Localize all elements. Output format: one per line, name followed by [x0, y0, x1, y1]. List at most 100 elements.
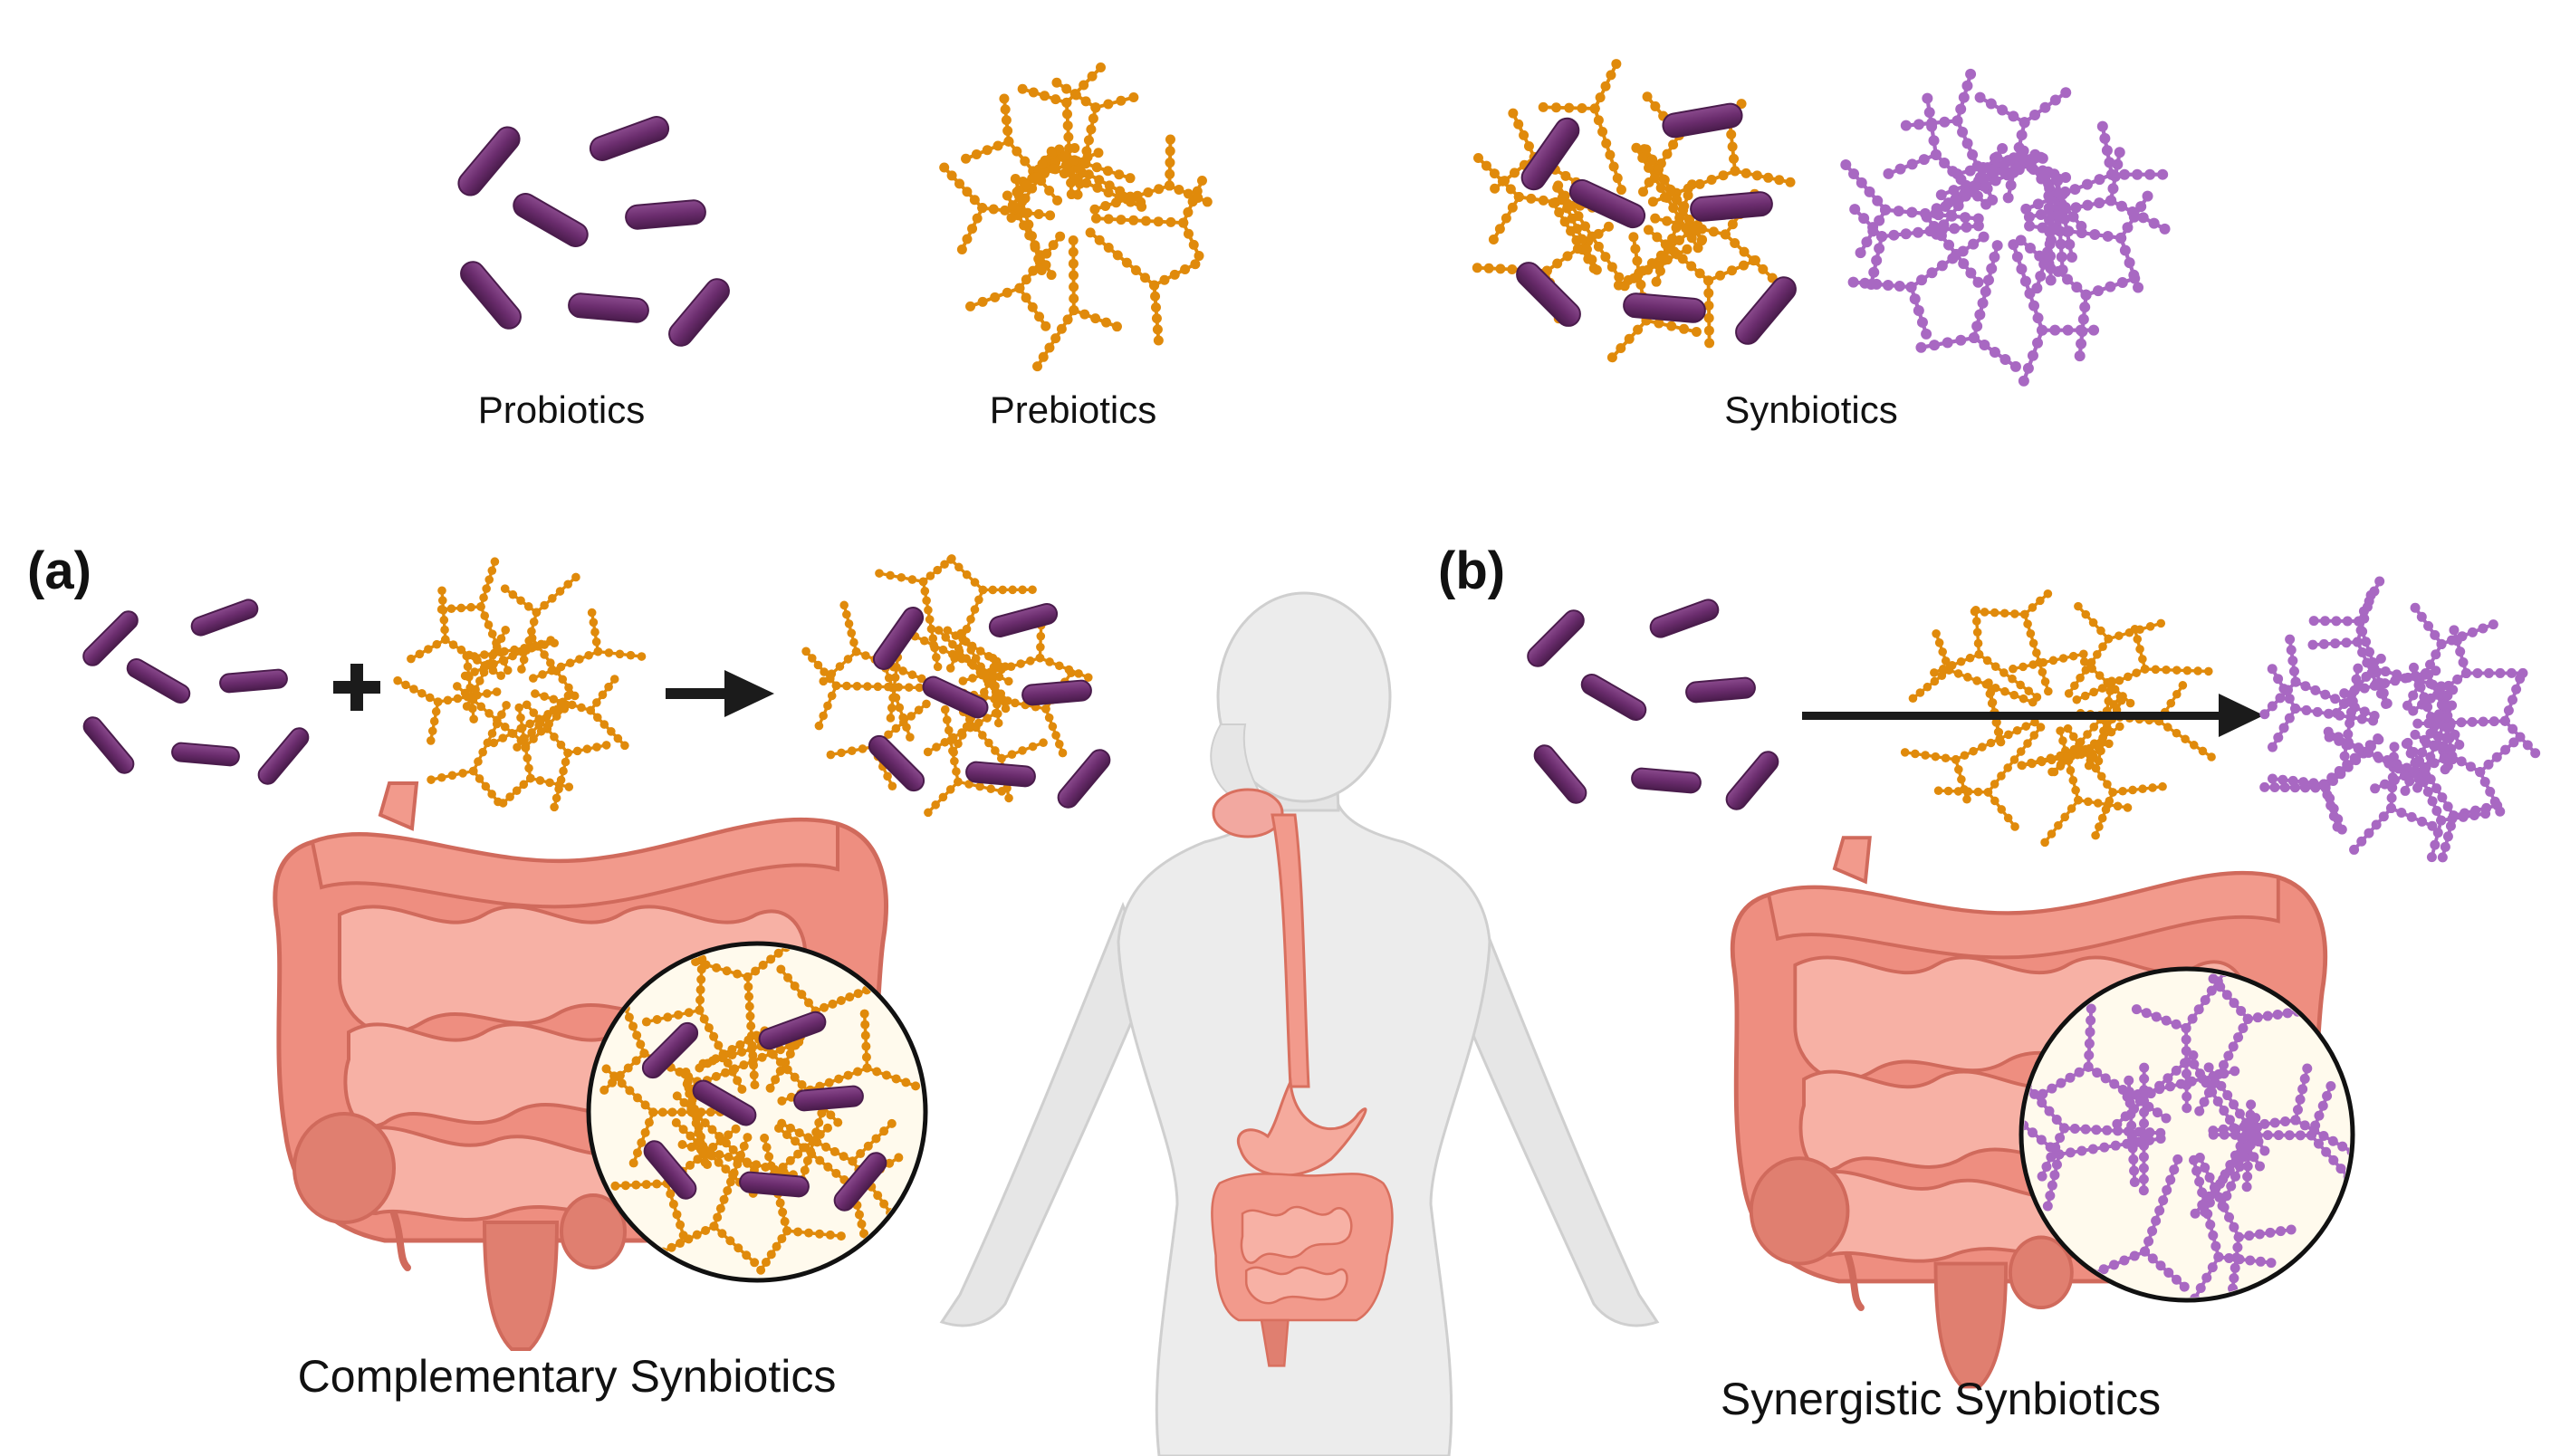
chain-segment: [1014, 283, 1051, 331]
chain-segment: [2259, 781, 2331, 793]
probiotic-rod-icon: [1057, 749, 1111, 809]
chain-segment: [2023, 195, 2117, 223]
chain-segment: [1703, 255, 1760, 286]
chain-segment: [848, 1118, 897, 1166]
panel-a-caption: Complementary Synbiotics: [298, 1351, 837, 1402]
probiotic-rod-icon: [219, 668, 288, 694]
chain-segment: [2213, 1251, 2277, 1269]
panel-a-letter: (a): [27, 541, 91, 600]
chain-segment: [782, 1226, 846, 1241]
probiotic-rod-icon: [625, 199, 706, 230]
probiotic-rod-icon: [1533, 744, 1587, 804]
chain-segment: [814, 681, 841, 731]
chain-segment: [2140, 1246, 2190, 1292]
chain-segment: [628, 1107, 658, 1168]
prebiotics-label: Prebiotics: [990, 388, 1156, 431]
chain-segment: [2339, 666, 2441, 699]
probiotic-rod-icon: [1568, 178, 1646, 229]
chain-segment: [1553, 180, 1625, 283]
probiotic-rod-icon: [872, 607, 925, 670]
chain-segment: [2074, 795, 2133, 812]
chain-segment: [2285, 634, 2301, 687]
chain-segment: [946, 555, 988, 595]
panel-b-caption: Synergistic Synbiotics: [1721, 1374, 2161, 1424]
top-probiotics-cluster: [457, 116, 730, 347]
probiotic-rod-icon: [589, 116, 670, 161]
probiotic-rod-icon: [171, 742, 240, 767]
chain-segment: [1930, 649, 1984, 677]
probiotic-rod-icon: [568, 292, 649, 323]
top-prebiotics-cluster: [939, 62, 1213, 372]
chain-segment: [1730, 166, 1796, 187]
chain-segment: [2131, 1004, 2191, 1033]
chain-segment: [2052, 175, 2077, 263]
chain-segment: [2449, 625, 2471, 678]
panel-b-arrow-icon: [1802, 694, 2264, 737]
chain-segment: [2038, 1061, 2094, 1099]
chain-segment: [1085, 227, 1160, 291]
chain-segment: [1974, 91, 2030, 129]
chain-segment: [2154, 716, 2216, 762]
chain-segment: [426, 697, 443, 745]
probiotic-rod-icon: [460, 261, 522, 330]
probiotic-rod-icon: [1649, 599, 1720, 638]
chain-segment: [2105, 195, 2171, 235]
chain-segment: [2037, 1123, 2069, 1182]
chain-segment: [956, 203, 988, 254]
chain-segment: [2354, 616, 2393, 709]
chain-segment: [1900, 748, 1961, 764]
chain-segment: [1968, 240, 2003, 344]
chain-segment: [1619, 220, 1703, 292]
chain-segment: [1703, 275, 1715, 349]
probiotic-rod-icon: [457, 126, 521, 196]
chain-segment: [2074, 601, 2114, 644]
chain-segment: [939, 162, 988, 214]
chain-segment: [810, 985, 872, 1016]
chain-segment: [513, 691, 573, 752]
top-synbiotics-purple-cluster: [1840, 68, 2171, 387]
chain-segment: [2308, 616, 2364, 627]
chain-segment: [918, 577, 943, 672]
probiotic-rod-icon: [1662, 102, 1743, 139]
probiotic-rod-icon: [1725, 751, 1779, 810]
panel-b-zoom-content: [2024, 972, 2350, 1298]
panel-a-arrow-icon: [666, 670, 774, 717]
chain-segment: [2259, 676, 2301, 720]
chain-segment: [2267, 704, 2301, 752]
chain-segment: [709, 1221, 760, 1268]
panel-a-synbiotics-cluster: [801, 554, 1111, 818]
chain-segment: [776, 964, 820, 1016]
probiotic-rod-icon: [1690, 191, 1773, 222]
chain-segment: [1951, 755, 1971, 804]
prebiotic-chain-icon: [1472, 59, 1796, 363]
top-synbiotics-mix-cluster: [1472, 59, 1797, 363]
chain-segment: [2037, 324, 2100, 336]
chain-segment: [1069, 305, 1122, 332]
probiotic-rod-icon: [641, 1021, 699, 1079]
chain-segment: [1178, 175, 1207, 228]
probiotic-rod-icon: [1623, 292, 1706, 323]
panel-b-zoom-circle-icon: [2019, 966, 2355, 1303]
probiotic-rod-icon: [692, 1079, 757, 1126]
probiotic-rod-icon: [1580, 674, 1647, 721]
chain-segment: [2475, 737, 2519, 778]
chain-segment: [1847, 276, 1917, 293]
chain-segment: [2140, 665, 2213, 676]
chain-segment: [875, 569, 928, 587]
probiotic-rod-icon: [82, 610, 139, 666]
chain-segment: [641, 1005, 705, 1027]
chain-segment: [407, 635, 450, 664]
chain-segment: [2130, 625, 2150, 674]
chain-segment: [831, 681, 925, 693]
chain-segment: [2307, 637, 2363, 650]
chain-segment: [997, 738, 1048, 763]
chain-segment: [1641, 144, 1707, 246]
panel-b-letter: (b): [1438, 541, 1505, 600]
synergistic-chain-icon: [2024, 972, 2350, 1298]
chain-segment: [599, 1049, 649, 1095]
chain-segment: [462, 626, 511, 711]
chain-segment: [1855, 204, 1891, 259]
chain-segment: [2290, 1063, 2313, 1126]
chain-segment: [2020, 609, 2053, 696]
chain-segment: [2189, 1058, 2265, 1172]
